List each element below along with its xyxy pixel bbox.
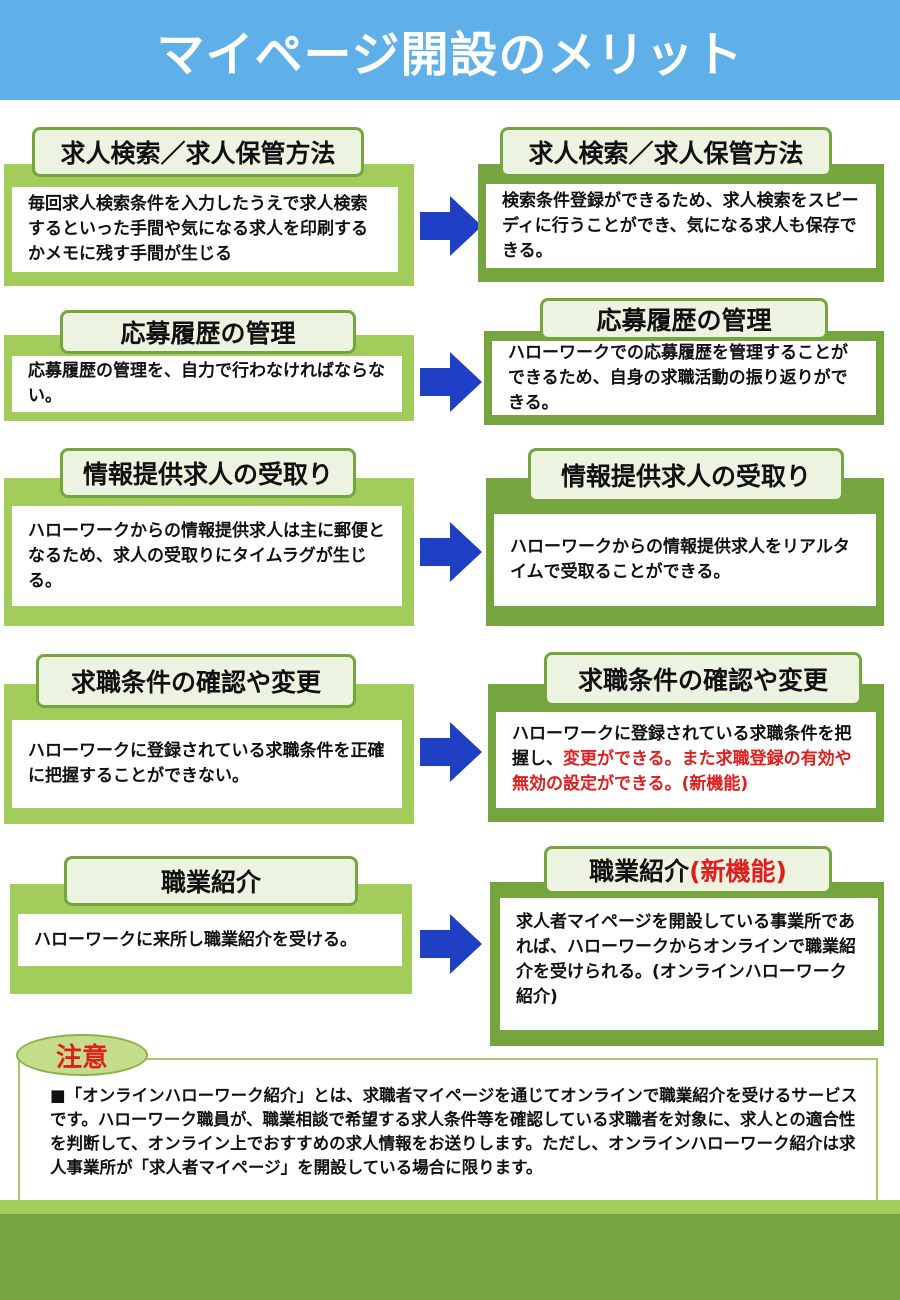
before-body-job-info: ハローワークからの情報提供求人は主に郵便となるため、求人の受取りにタイムラグが生…: [12, 506, 402, 606]
before-body-application-history: 応募履歴の管理を、自力で行わなければならない。: [12, 356, 402, 412]
notice-label: 注意: [16, 1034, 148, 1076]
after-title-job-conditions: 求職条件の確認や変更: [544, 652, 862, 706]
after-body-application-history: ハローワークでの応募履歴を管理することができるため、自身の求職活動の振り返りがで…: [492, 341, 876, 415]
footer-band: [0, 1214, 900, 1300]
after-title-job-placement-new: (新機能): [689, 857, 787, 886]
after-title-job-placement-plain: 職業紹介: [589, 857, 690, 886]
before-body-job-conditions: ハローワークに登録されている求職条件を正確に把握することができない。: [12, 720, 402, 808]
before-title-job-search: 求人検索／求人保管方法: [32, 127, 364, 177]
after-body-job-info: ハローワークからの情報提供求人をリアルタイムで受取ることができる。: [494, 514, 876, 606]
after-title-job-search: 求人検索／求人保管方法: [500, 127, 832, 177]
notice-text: ■「オンラインハローワーク紹介」とは、求職者マイページを通じてオンラインで職業紹…: [50, 1086, 858, 1177]
after-title-application-history: 応募履歴の管理: [540, 298, 828, 340]
after-title-job-placement: 職業紹介(新機能): [544, 846, 832, 894]
page-header: マイページ開設のメリット: [0, 0, 900, 100]
after-body-job-conditions: ハローワークに登録されている求職条件を把握し、変更ができる。また求職登録の有効や…: [496, 712, 876, 808]
notice-box: ■「オンラインハローワーク紹介」とは、求職者マイページを通じてオンラインで職業紹…: [18, 1058, 878, 1210]
before-title-job-info: 情報提供求人の受取り: [60, 448, 356, 498]
arrow-right-icon: [420, 352, 482, 412]
after-body-job-placement: 求人者マイページを開設している事業所であれば、ハローワークからオンラインで職業紹…: [500, 898, 878, 1030]
before-title-job-placement: 職業紹介: [64, 856, 358, 906]
before-body-job-search: 毎回求人検索条件を入力したうえで求人検索するといった手間や気になる求人を印刷する…: [12, 187, 398, 272]
after-body-job-conditions-plain: ハローワークに登録されている求職条件を把握し、: [512, 724, 852, 769]
after-title-job-info: 情報提供求人の受取り: [528, 448, 844, 502]
after-body-job-conditions-highlight: 変更ができる。また求職登録の有効や無効の設定ができる。(新機能): [512, 749, 852, 794]
before-body-job-placement: ハローワークに来所し職業紹介を受ける。: [18, 914, 402, 966]
arrow-right-icon: [420, 914, 482, 974]
before-title-job-conditions: 求職条件の確認や変更: [36, 654, 356, 708]
page-title: マイページ開設のメリット: [156, 27, 744, 83]
footer-stripe: [0, 1200, 900, 1214]
after-body-job-search: 検索条件登録ができるため、求人検索をスピーディに行うことができ、気になる求人も保…: [486, 184, 876, 268]
arrow-right-icon: [420, 522, 482, 582]
arrow-right-icon: [420, 722, 482, 782]
arrow-right-icon: [420, 196, 482, 256]
before-title-application-history: 応募履歴の管理: [60, 310, 356, 354]
